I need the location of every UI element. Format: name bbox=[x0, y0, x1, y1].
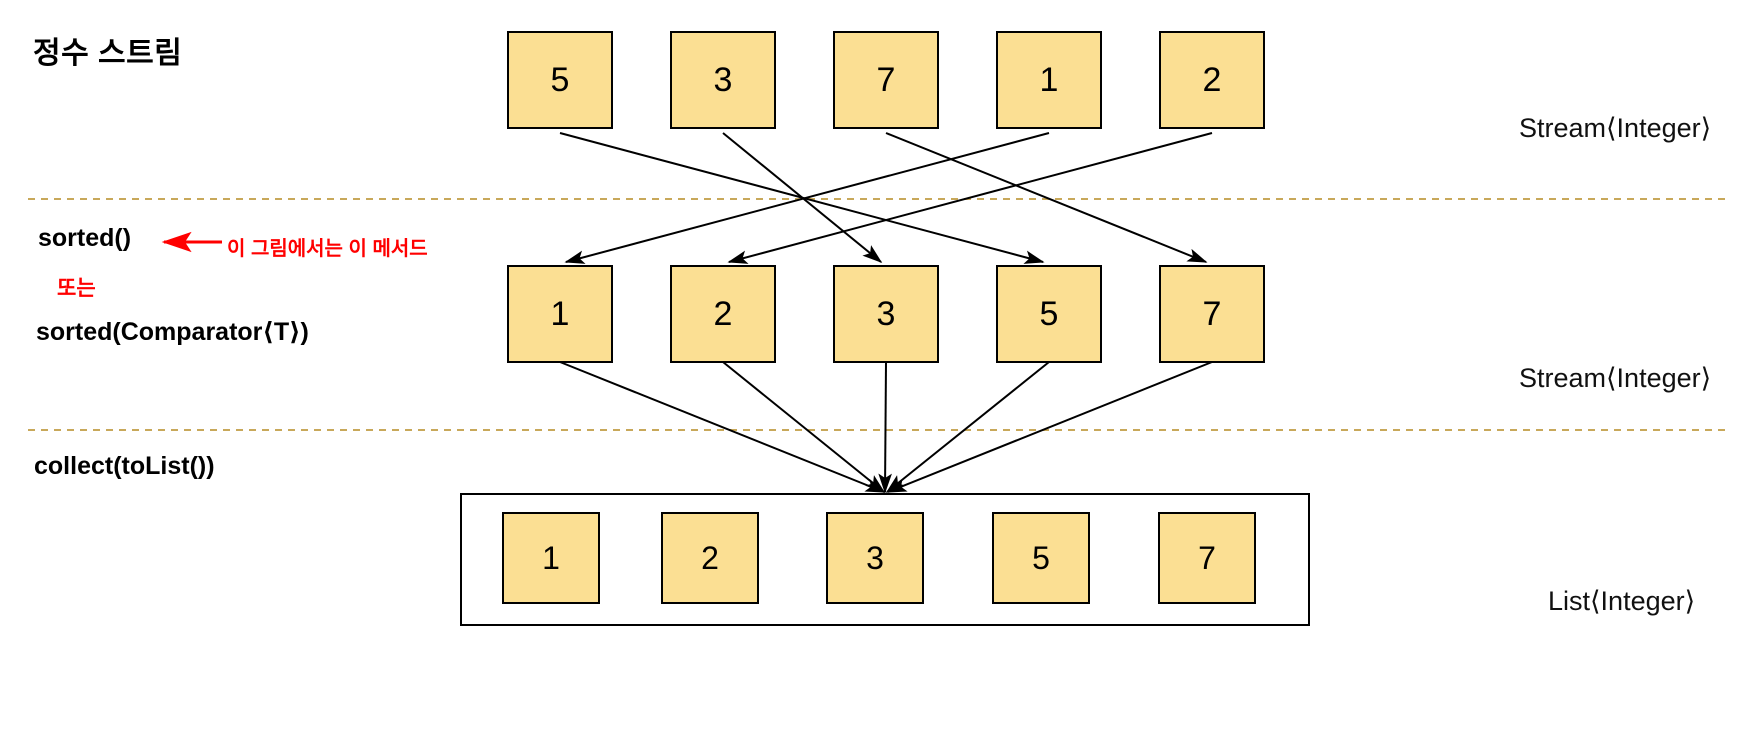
source-node-4: 2 bbox=[1159, 31, 1265, 129]
map-arrow-3 bbox=[722, 132, 883, 264]
source-node-4-value: 2 bbox=[1202, 60, 1222, 99]
sorted-node-2: 3 bbox=[833, 265, 939, 363]
stage-label-sorted: sorted() bbox=[38, 224, 132, 252]
source-node-2: 7 bbox=[833, 31, 939, 129]
collect-arrow-1 bbox=[559, 361, 886, 493]
sorted-node-4-value: 7 bbox=[1202, 294, 1222, 333]
sorted-node-3: 5 bbox=[996, 265, 1102, 363]
sorted-node-2-value: 3 bbox=[876, 294, 896, 333]
map-arrow-5 bbox=[559, 132, 1045, 264]
result-node-4: 7 bbox=[1158, 512, 1256, 604]
type-label-sorted-stream: Stream⟨Integer⟩ bbox=[1519, 363, 1712, 393]
result-node-4-value: 7 bbox=[1198, 539, 1216, 576]
map-arrow-2 bbox=[727, 132, 1213, 264]
type-label-source-stream: Stream⟨Integer⟩ bbox=[1519, 113, 1712, 143]
source-node-2-value: 7 bbox=[876, 60, 896, 99]
source-node-3: 1 bbox=[996, 31, 1102, 129]
sorted-node-1: 2 bbox=[670, 265, 776, 363]
collect-arrow-5 bbox=[885, 361, 1050, 494]
source-node-0: 5 bbox=[507, 31, 613, 129]
source-node-0-value: 5 bbox=[550, 60, 570, 99]
result-node-3-value: 5 bbox=[1032, 539, 1050, 576]
result-list-container bbox=[460, 493, 1310, 626]
map-arrow-1 bbox=[564, 132, 1050, 264]
collect-arrow-2 bbox=[722, 361, 886, 494]
stage-label-or: 또는 bbox=[57, 277, 96, 300]
collect-arrow-7 bbox=[886, 361, 1213, 493]
collect-arrow-3 bbox=[878, 361, 892, 494]
sorted-node-0-value: 1 bbox=[550, 294, 570, 333]
sorted-node-4: 7 bbox=[1159, 265, 1265, 363]
result-node-3: 5 bbox=[992, 512, 1090, 604]
result-node-1: 2 bbox=[661, 512, 759, 604]
result-node-1-value: 2 bbox=[701, 539, 719, 576]
result-node-0-value: 1 bbox=[542, 539, 560, 576]
result-node-2-value: 3 bbox=[866, 539, 884, 576]
source-node-3-value: 1 bbox=[1039, 60, 1059, 99]
map-arrow-7 bbox=[885, 132, 1208, 263]
stage-label-sorted-comparator: sorted(Comparator⟨T⟩) bbox=[36, 318, 309, 346]
annotation-text: 이 그림에서는 이 메서드 bbox=[227, 238, 428, 260]
sorted-node-1-value: 2 bbox=[713, 294, 733, 333]
page-title: 정수 스트림 bbox=[33, 37, 183, 70]
stage-label-collect: collect(toList()) bbox=[34, 452, 215, 480]
result-node-2: 3 bbox=[826, 512, 924, 604]
type-label-result-list: List⟨Integer⟩ bbox=[1548, 586, 1696, 616]
source-node-1-value: 3 bbox=[713, 60, 733, 99]
sorted-node-3-value: 5 bbox=[1039, 294, 1059, 333]
sorted-node-0: 1 bbox=[507, 265, 613, 363]
result-node-0: 1 bbox=[502, 512, 600, 604]
source-node-1: 3 bbox=[670, 31, 776, 129]
